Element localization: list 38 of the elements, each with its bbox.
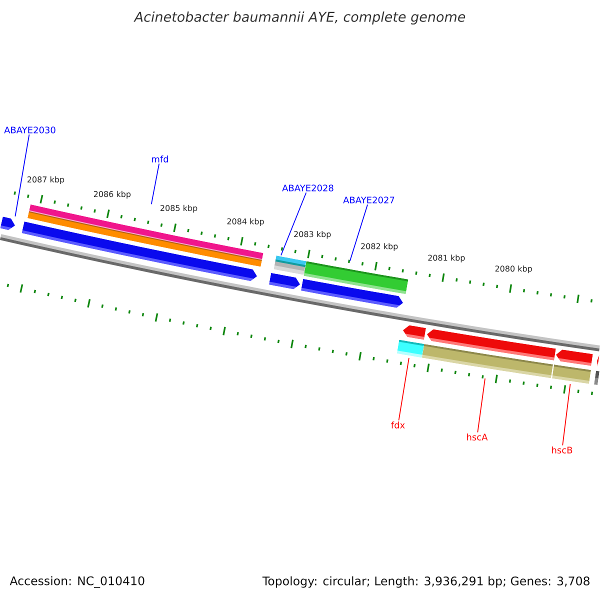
gene-label: ABAYE2028 <box>282 184 334 192</box>
gene-block <box>427 329 556 360</box>
leader-line <box>398 358 410 421</box>
leader-line <box>14 134 30 217</box>
gene-block <box>300 278 403 308</box>
scale-label: 2082 kbp <box>361 243 398 251</box>
gene-label: ABAYE2030 <box>4 126 56 134</box>
scale-label: 2084 kbp <box>227 218 264 226</box>
leader-line <box>350 204 368 262</box>
gene-band <box>422 344 554 378</box>
scale-label: 2085 kbp <box>160 204 198 213</box>
scale-label: 2086 kbp <box>94 190 131 199</box>
gene-label: hscB <box>552 446 572 454</box>
gene-band <box>552 364 591 384</box>
gene-band <box>27 204 264 267</box>
gene-block <box>403 325 426 340</box>
gene-block <box>0 216 15 230</box>
gene-label: ABAYE2027 <box>343 196 394 204</box>
leader-line <box>562 384 571 446</box>
leader-line <box>280 192 307 256</box>
scale-label: 2083 kbp <box>294 230 331 239</box>
footer-text: Accession: NC_010410 <box>10 576 144 588</box>
scale-label: 2087 kbp <box>27 176 64 184</box>
gene-band <box>396 340 424 358</box>
gene-band <box>274 256 306 275</box>
scale-label: 2080 kbp <box>495 265 532 274</box>
leader-line <box>150 163 160 205</box>
gene-label: mfd <box>152 156 168 162</box>
gene-label: hscA <box>467 434 488 440</box>
gene-block <box>268 272 300 290</box>
title: Acinetobacter baumannii AYE, complete genome <box>134 11 466 25</box>
scale-label: 2081 kbp <box>428 254 465 262</box>
gene-band <box>304 261 408 294</box>
footer-text: Topology: circular; Length: 3,936,291 bp; Genes: 3,708 <box>262 576 590 588</box>
gene-band <box>594 370 600 386</box>
gene-label: fdx <box>391 422 405 428</box>
leader-line <box>477 378 486 433</box>
gene-block <box>556 350 593 366</box>
